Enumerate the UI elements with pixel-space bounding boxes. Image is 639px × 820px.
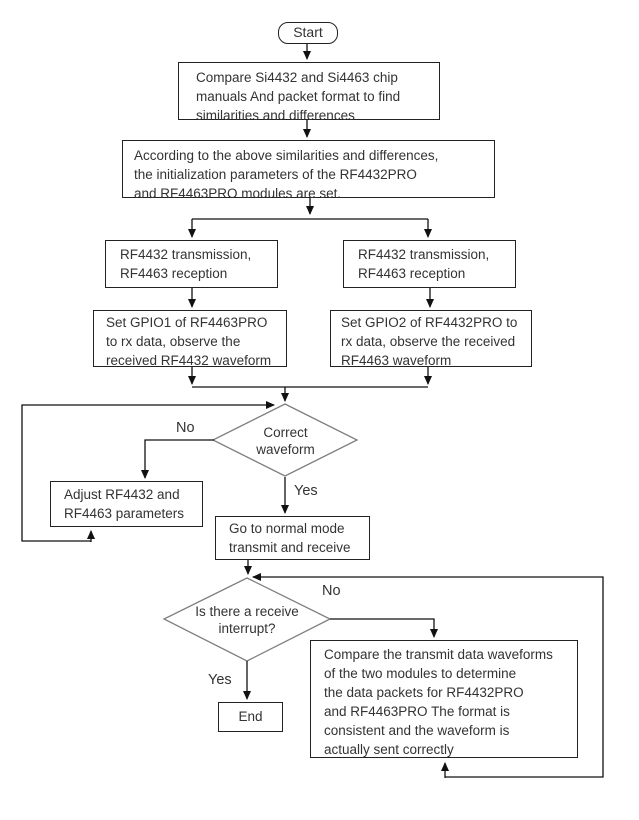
node-compare-manuals: Compare Si4432 and Si4463 chip manuals A… <box>178 62 440 123</box>
node-init-params: According to the above similarities and … <box>122 140 495 201</box>
node-gpio2: Set GPIO2 of RF4432PRO to rx data, obser… <box>330 310 532 368</box>
node-adjust-params: Adjust RF4432 and RF4463 parameters <box>50 481 203 527</box>
loop-adjust-to-decision1 <box>21 401 275 542</box>
edge-decision2-no <box>330 618 438 638</box>
decision-correct-waveform-label: Correct waveform <box>256 425 315 457</box>
node-compare-waveforms: Compare the transmit data waveforms of t… <box>310 640 578 758</box>
edge-label-no-2: No <box>320 583 343 599</box>
loop-compare-to-decision2 <box>252 573 604 778</box>
decision-correct-waveform-shape <box>211 403 359 477</box>
node-gpio1: Set GPIO1 of RF4463PRO to rx data, obser… <box>93 310 287 368</box>
edge-decision1-no <box>141 439 214 479</box>
node-tx-left: RF4432 transmission, RF4463 reception <box>105 240 278 288</box>
edge-label-yes-1: Yes <box>292 483 320 499</box>
decision-receive-interrupt-label: Is there a receive interrupt? <box>195 604 299 636</box>
node-tx-right: RF4432 transmission, RF4463 reception <box>343 240 516 288</box>
node-end: End <box>218 702 283 732</box>
edge-label-no-1: No <box>174 420 197 436</box>
edge-label-yes-2: Yes <box>206 672 234 688</box>
node-normal-mode: Go to normal mode transmit and receive <box>215 516 370 560</box>
node-start: Start <box>278 22 338 44</box>
